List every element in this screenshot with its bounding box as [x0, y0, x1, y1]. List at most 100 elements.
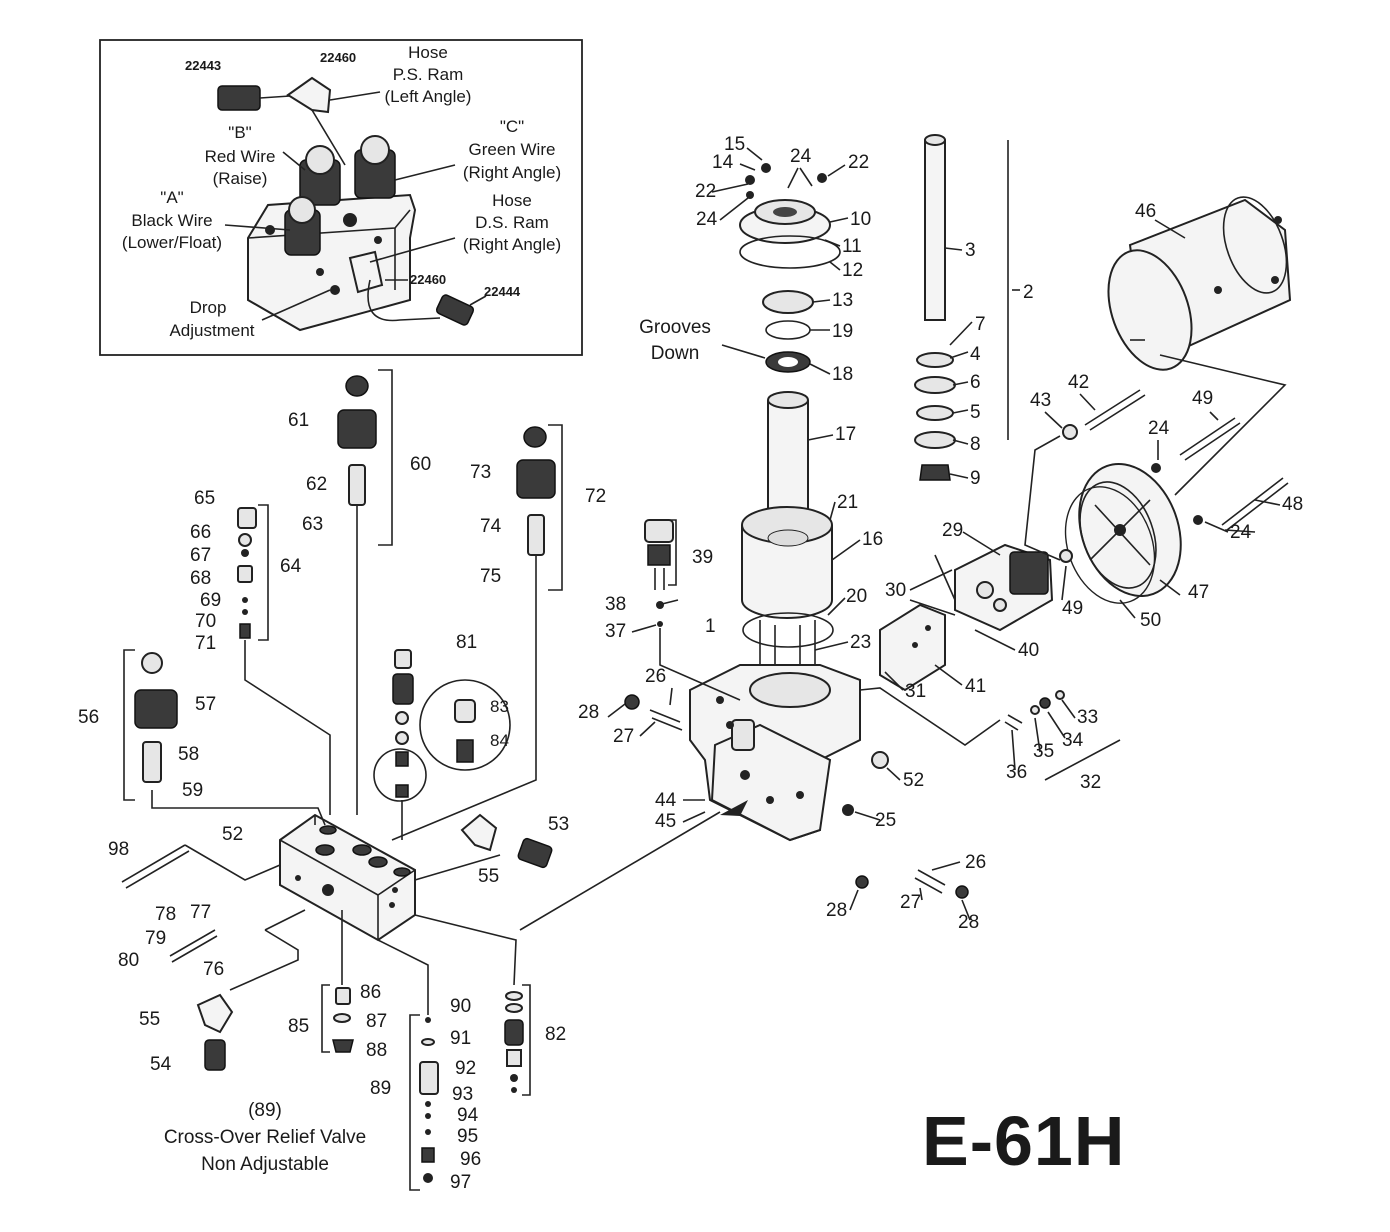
- callout-10: 10: [850, 209, 871, 230]
- callout-66: 66: [190, 522, 211, 543]
- callout-7: 7: [975, 314, 986, 335]
- callout-41: 41: [965, 676, 986, 697]
- callout-56: 56: [78, 707, 99, 728]
- callout-65: 65: [194, 488, 215, 509]
- callout-34: 34: [1062, 730, 1084, 751]
- callout-54: 54: [150, 1054, 172, 1075]
- callout-88: 88: [366, 1040, 387, 1061]
- callout-38: 38: [605, 594, 626, 615]
- callout-28a: 28: [578, 702, 599, 723]
- callout-47: 47: [1188, 582, 1209, 603]
- callout-24a: 24: [696, 209, 718, 230]
- callout-17: 17: [835, 424, 856, 445]
- wire-a-line2: Black Wire: [131, 211, 212, 230]
- diagram-title: E-61H: [922, 1102, 1125, 1180]
- callout-28b: 28: [826, 900, 847, 921]
- callout-49b: 49: [1062, 598, 1083, 619]
- callout-33: 33: [1077, 707, 1098, 728]
- callout-24c: 24: [1148, 418, 1170, 439]
- callout-48: 48: [1282, 494, 1303, 515]
- callout-61: 61: [288, 410, 309, 431]
- hose-ps-line1: Hose: [408, 43, 448, 62]
- callout-14: 14: [712, 152, 734, 173]
- callout-29: 29: [942, 520, 963, 541]
- callout-60: 60: [410, 454, 431, 475]
- wire-c-line3: (Right Angle): [463, 163, 561, 182]
- callout-79: 79: [145, 928, 166, 949]
- callout-71: 71: [195, 633, 216, 654]
- callout-44: 44: [655, 790, 677, 811]
- callout-35: 35: [1033, 741, 1054, 762]
- callout-16: 16: [862, 529, 883, 550]
- callout-68: 68: [190, 568, 211, 589]
- relief-note-line1: (89): [248, 1100, 282, 1121]
- callout-12: 12: [842, 260, 863, 281]
- part-number-22460-bottom: 22460: [410, 272, 446, 287]
- callout-4: 4: [970, 344, 981, 365]
- callout-32: 32: [1080, 772, 1101, 793]
- relief-note-line2: Cross-Over Relief Valve: [164, 1127, 366, 1148]
- callout-2: 2: [1023, 282, 1034, 303]
- callout-31: 31: [905, 681, 926, 702]
- wire-c-line2: Green Wire: [469, 140, 556, 159]
- valve-manifold-group: [121, 369, 677, 1191]
- callout-11: 11: [842, 236, 862, 257]
- callout-96: 96: [460, 1149, 481, 1170]
- grooves-line2: Down: [651, 343, 700, 364]
- callout-20: 20: [846, 586, 867, 607]
- callout-27a: 27: [613, 726, 634, 747]
- callout-8: 8: [970, 434, 981, 455]
- callout-87: 87: [366, 1011, 387, 1032]
- callout-69: 69: [200, 590, 221, 611]
- callout-74: 74: [480, 516, 502, 537]
- wire-a-line1: "A": [160, 188, 183, 207]
- wire-a-line3: (Lower/Float): [122, 233, 222, 252]
- callout-98: 98: [108, 839, 129, 860]
- callout-26a: 26: [645, 666, 666, 687]
- callout-1: 1: [705, 616, 716, 637]
- callout-93: 93: [452, 1084, 473, 1105]
- callout-55b: 55: [139, 1009, 160, 1030]
- callout-23: 23: [850, 632, 871, 653]
- callout-25: 25: [875, 810, 896, 831]
- hose-ds-line2: D.S. Ram: [475, 213, 549, 232]
- motor-group: [879, 196, 1292, 692]
- callout-27b: 27: [900, 892, 921, 913]
- callout-52a: 52: [222, 824, 243, 845]
- callout-78: 78: [155, 904, 176, 925]
- callout-24d: 24: [1230, 522, 1252, 543]
- leader-lines: [607, 147, 1281, 921]
- callout-90: 90: [450, 996, 471, 1017]
- callouts: 1 2 3 4 5 6 7 8 9 10 11 12 13 14 15 16 1…: [78, 134, 1303, 1193]
- callout-43: 43: [1030, 390, 1051, 411]
- callout-6: 6: [970, 372, 981, 393]
- callout-64: 64: [280, 556, 302, 577]
- callout-3: 3: [965, 240, 976, 261]
- callout-73: 73: [470, 462, 491, 483]
- callout-58: 58: [178, 744, 199, 765]
- callout-55a: 55: [478, 866, 499, 887]
- wire-b-line1: "B": [228, 123, 251, 142]
- callout-15: 15: [724, 134, 745, 155]
- wire-b-line2: Red Wire: [205, 147, 276, 166]
- callout-92: 92: [455, 1058, 476, 1079]
- callout-62: 62: [306, 474, 327, 495]
- callout-21: 21: [837, 492, 858, 513]
- callout-81: 81: [456, 632, 477, 653]
- callout-42: 42: [1068, 372, 1089, 393]
- grooves-line1: Grooves: [639, 317, 711, 338]
- callout-94: 94: [457, 1105, 479, 1126]
- part-number-22443: 22443: [185, 58, 221, 73]
- callout-70: 70: [195, 611, 216, 632]
- callout-50: 50: [1140, 610, 1161, 631]
- callout-39: 39: [692, 547, 713, 568]
- callout-76: 76: [203, 959, 224, 980]
- inset-labels: 22443 22460 22460 22444 Hose P.S. Ram (L…: [122, 43, 561, 340]
- callout-28c: 28: [958, 912, 979, 933]
- valve-inset: [99, 39, 583, 356]
- drop-line2: Adjustment: [169, 321, 254, 340]
- callout-22a: 22: [695, 181, 716, 202]
- callout-82: 82: [545, 1024, 566, 1045]
- wire-c-line1: "C": [500, 117, 524, 136]
- callout-83: 83: [490, 697, 509, 716]
